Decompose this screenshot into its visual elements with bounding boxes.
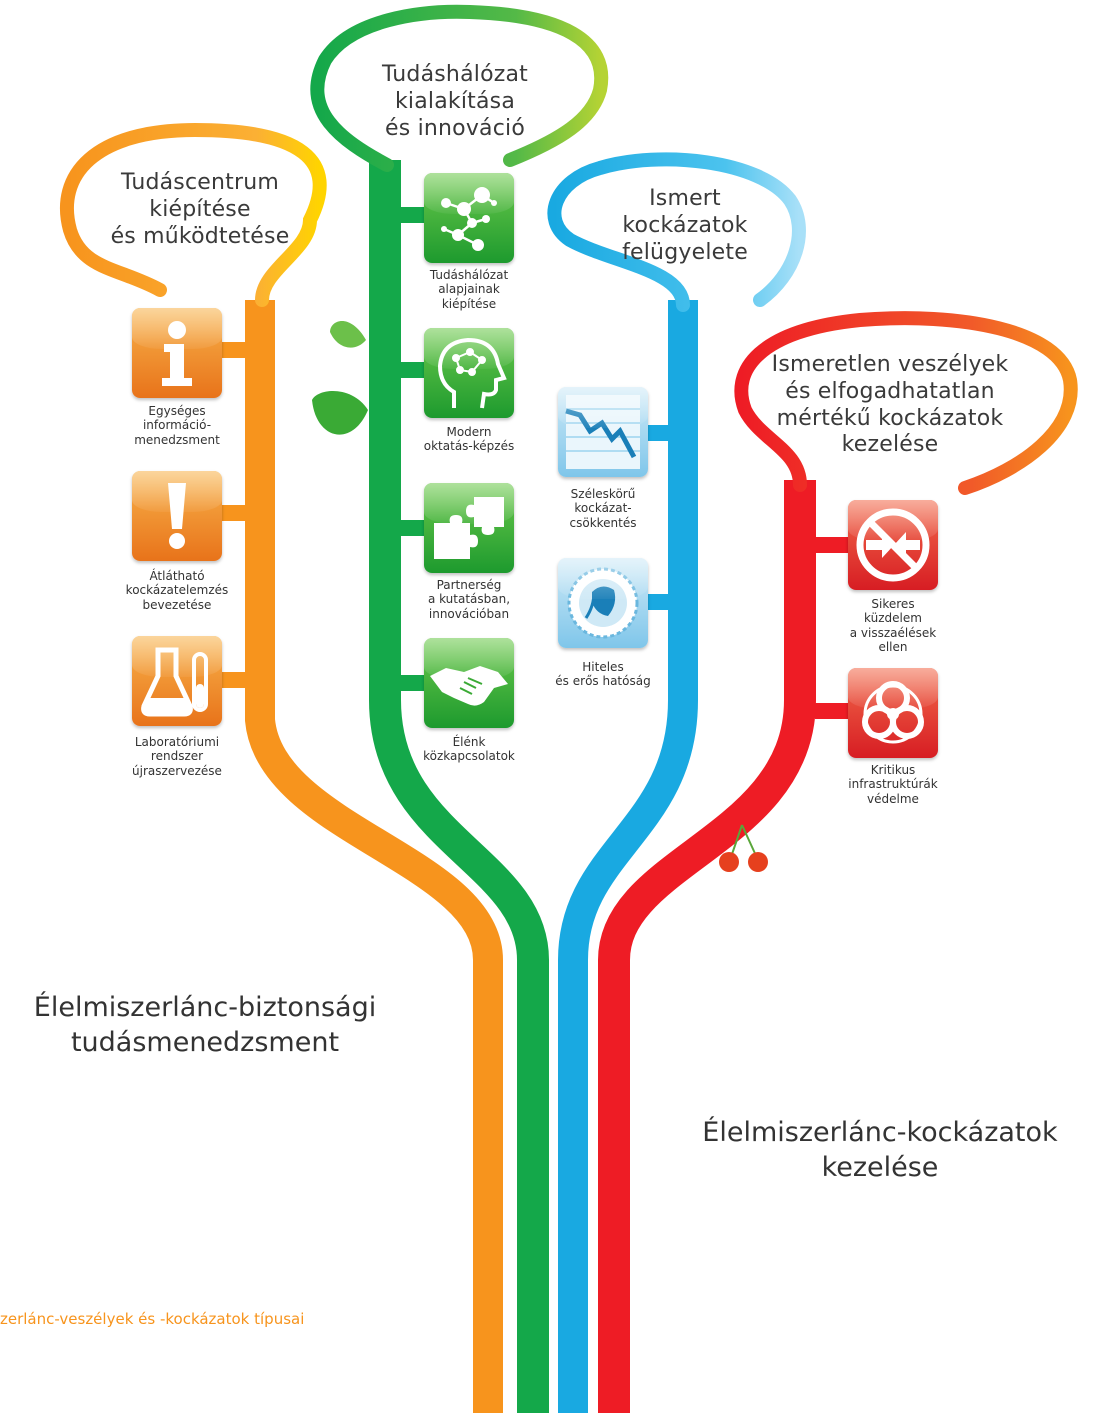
caption-line: Kritikus (870, 763, 916, 777)
caption-exclamation: Átlátható kockázatelemzés bevezetése (92, 569, 262, 612)
red-branch-line (598, 311, 1078, 1413)
left-title: Élelmiszerlánc-biztonsági tudásmenedzsme… (0, 990, 410, 1060)
caption-line: Átlátható (149, 569, 205, 583)
caption-line: csökkentés (569, 515, 637, 530)
caption-line: Laboratóriumi (134, 735, 220, 749)
footer-caption: zerlánc-veszélyek és -kockázatok típusai (0, 1310, 305, 1328)
caption-line: Széleskörű (570, 487, 636, 501)
caption-line: újraszervezése (132, 763, 222, 778)
authority-seal-icon (558, 558, 648, 648)
no-entry-arrows-icon (848, 500, 938, 590)
caption-line: és erős hatóság (555, 674, 651, 689)
declining-chart-icon (558, 387, 648, 477)
bubble-line: kiépítése (149, 196, 251, 222)
bubble-line: Ismert (649, 186, 721, 211)
puzzle-icon (424, 483, 514, 573)
caption-line: a visszaélések (849, 625, 937, 640)
bubble-line: és működtetése (110, 223, 290, 249)
caption-line: infrastruktúrák (848, 777, 938, 792)
caption-line: Egységes (148, 404, 206, 418)
caption-puzzle: Partnerség a kutatásban, innovációban (384, 578, 554, 621)
caption-no-entry: Sikeres küzdelem a visszaélések ellen (808, 597, 978, 655)
caption-brain: Modern oktatás-képzés (384, 425, 554, 454)
bubble-line: kialakítása (394, 88, 516, 114)
caption-chart: Széleskörű kockázat- csökkentés (518, 487, 688, 530)
caption-line: Élénk (452, 735, 486, 749)
bubble-known-risks: Ismert kockázatok felügyelete (600, 186, 770, 266)
exclamation-icon (132, 471, 222, 561)
caption-line: ellen (878, 640, 908, 655)
bubble-line: és elfogadhatatlan (785, 378, 995, 404)
caption-line: a kutatásban, (427, 592, 511, 607)
orange-branch-line (59, 122, 503, 1413)
caption-line: küzdelem (864, 611, 922, 626)
bubble-line: mértékű kockázatok (776, 405, 1004, 431)
caption-line: közkapcsolatok (423, 749, 515, 764)
caption-biohazard: Kritikus infrastruktúrák védelme (808, 763, 978, 806)
right-title-line: kezelése (821, 1152, 939, 1184)
bubble-line: Tudáshálózat (381, 62, 528, 87)
caption-line: kockázat- (574, 501, 632, 516)
caption-line: alapjainak (438, 282, 500, 297)
caption-line: menedzsment (134, 432, 220, 447)
caption-line: Modern (446, 425, 492, 439)
bubble-line: felügyelete (622, 239, 748, 265)
bubble-line: és innováció (384, 115, 526, 141)
bubble-knowledge-network: Tudáshálózat kialakítása és innováció (345, 62, 565, 142)
bubble-line: Ismeretlen veszélyek (771, 352, 1009, 377)
brain-head-icon (424, 328, 514, 418)
laboratory-flask-icon (132, 636, 222, 726)
caption-line: bevezetése (142, 597, 212, 612)
network-molecule-icon (424, 173, 514, 263)
caption-line: Hiteles (582, 660, 624, 674)
bubble-knowledge-center: Tudáscentrum kiépítése és működtetése (95, 170, 305, 250)
blue-branch-line (547, 152, 806, 1413)
green-branch-line (310, 4, 609, 1413)
right-title-line: Élelmiszerlánc-kockázatok (702, 1117, 1058, 1148)
caption-line: rendszer (150, 749, 204, 764)
caption-handshake: Élénk közkapcsolatok (384, 735, 554, 764)
bubble-line: kockázatok (622, 212, 748, 238)
handshake-icon (424, 638, 514, 728)
biohazard-icon (848, 668, 938, 758)
caption-line: oktatás-képzés (423, 439, 515, 454)
bubble-unknown-hazards: Ismeretlen veszélyek és elfogadhatatlan … (745, 352, 1035, 459)
info-icon (132, 308, 222, 398)
caption-line: kiépítése (441, 296, 497, 311)
caption-line: védelme (867, 791, 919, 806)
caption-line: innovációban (428, 606, 510, 621)
caption-line: kockázatelemzés (125, 583, 229, 598)
caption-line: Sikeres (871, 597, 915, 611)
bubble-line: kezelése (841, 432, 939, 458)
right-title: Élelmiszerlánc-kockázatok kezelése (670, 1115, 1090, 1185)
left-title-line: tudásmenedzsment (70, 1027, 340, 1059)
bubble-line: Tudáscentrum (121, 170, 279, 195)
caption-network: Tudáshálózat alapjainak kiépítése (384, 268, 554, 311)
caption-line: Tudáshálózat (429, 268, 509, 282)
caption-info: Egységes információ- menedzsment (92, 404, 262, 447)
caption-line: Partnerség (436, 578, 502, 592)
caption-line: információ- (142, 418, 212, 433)
caption-laboratory: Laboratóriumi rendszer újraszervezése (92, 735, 262, 778)
left-title-line: Élelmiszerlánc-biztonsági (33, 992, 377, 1023)
caption-seal: Hiteles és erős hatóság (518, 660, 688, 689)
